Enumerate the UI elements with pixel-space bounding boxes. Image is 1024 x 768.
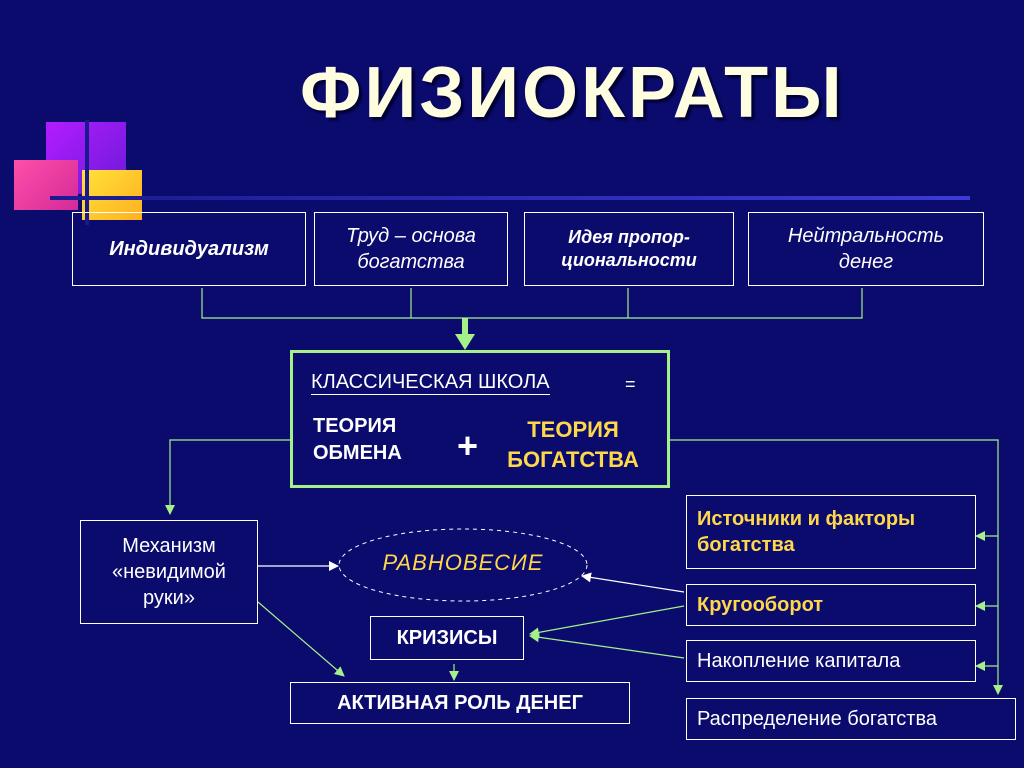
box-circulation: Кругооборот xyxy=(686,584,976,626)
plus-sign: + xyxy=(457,425,479,466)
box-wealth-sources: Источники и факторы богатства xyxy=(686,495,976,569)
box-individualism: Индивидуализм xyxy=(72,212,306,286)
box-crises: КРИЗИСЫ xyxy=(370,616,524,660)
box-money-neutrality: Нейтральность денег xyxy=(748,212,984,286)
equilibrium-label: РАВНОВЕСИЕ xyxy=(382,550,544,575)
box-capital-accumulation: Накопление капитала xyxy=(686,640,976,682)
decor-square-yellow xyxy=(82,170,142,220)
down-arrow-icon xyxy=(455,318,475,350)
box-invisible-hand: Механизм «невидимой руки» xyxy=(80,520,258,624)
decor-line-vertical xyxy=(85,120,89,225)
decor-square-pink xyxy=(14,160,78,210)
box-proportionality: Идея пропор-циональности xyxy=(524,212,734,286)
classic-school-box: КЛАССИЧЕСКАЯ ШКОЛА = ТЕОРИЯ ОБМЕНА + ТЕО… xyxy=(290,350,670,488)
box-labor-basis: Труд – основа богатства xyxy=(314,212,508,286)
theory-wealth: ТЕОРИЯ БОГАТСТВА xyxy=(507,417,639,472)
box-money-role: АКТИВНАЯ РОЛЬ ДЕНЕГ xyxy=(290,682,630,724)
box-wealth-distribution: Распределение богатства xyxy=(686,698,1016,740)
theory-exchange: ТЕОРИЯ ОБМЕНА xyxy=(313,415,402,464)
page-title: ФИЗИОКРАТЫ xyxy=(300,53,845,133)
classic-heading: КЛАССИЧЕСКАЯ ШКОЛА xyxy=(311,371,550,395)
decor-line-horizontal xyxy=(50,196,970,200)
classic-equals: = xyxy=(625,374,636,394)
